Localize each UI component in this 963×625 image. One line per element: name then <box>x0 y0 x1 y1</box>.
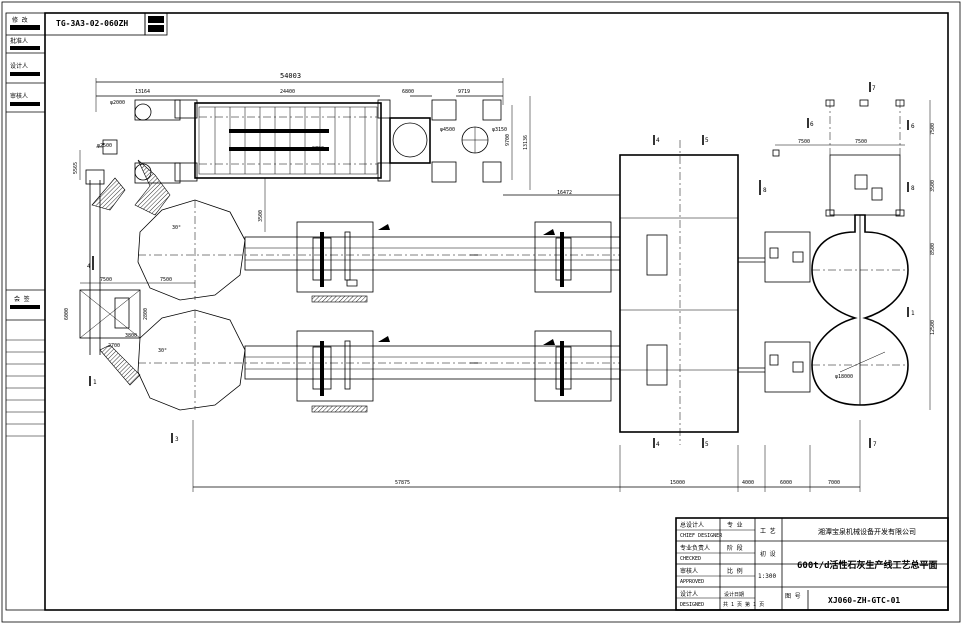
dim-15000: 15000 <box>670 480 685 486</box>
section-mark-7: 8 <box>763 187 767 194</box>
strip-label-countersign: 会 签 <box>14 295 30 303</box>
dim-total-length: 54003 <box>280 72 301 80</box>
strip-label-approver: 批准人 <box>10 37 28 45</box>
central-building: 4 5 4 5 <box>619 135 739 448</box>
dim-9700-inner: 9700 <box>312 146 324 152</box>
dim-16472: 16472 <box>557 190 572 196</box>
angle-30-upper: 30° <box>172 225 181 231</box>
dim-9700-side: 9700 <box>505 134 511 146</box>
strip-label-checker: 审核人 <box>10 92 28 100</box>
section-mark-7-right: 8 <box>911 185 915 192</box>
dim-4000: 4000 <box>742 480 754 486</box>
tb-role-lead: 专业负责人 <box>680 544 710 552</box>
dim-r-12500: 12500 <box>930 320 936 335</box>
section-mark-8: 6 <box>810 121 814 128</box>
dim-dia-18000: φ18000 <box>835 374 853 380</box>
dim-6800: 6800 <box>402 89 414 95</box>
dim-7500-silo-a: 7500 <box>798 139 810 145</box>
tb-sub-lead: CHECKED <box>680 556 701 562</box>
section-mark-4-left: 4 <box>87 263 91 270</box>
tb-cell-stage: 阶 段 <box>727 544 743 552</box>
angle-30-lower: 30° <box>158 348 167 354</box>
dim-2700: 2700 <box>108 343 120 349</box>
dim-5565: 5565 <box>73 162 79 174</box>
dim-7500-silo-b: 7500 <box>855 139 867 145</box>
section-mark-5-top: 5 <box>705 137 709 144</box>
dim-dia-2500: φ2500 <box>97 143 112 149</box>
tb-dept: 工 艺 <box>760 527 776 535</box>
dim-dia-3150: φ3150 <box>492 127 507 133</box>
tb-sub-reviewer: APPROVED <box>680 579 704 585</box>
kiln-upper: 30° <box>137 199 621 303</box>
dim-r-7500: 7500 <box>930 123 936 135</box>
drawing-code-box: TG-3A3-02-060ZH <box>44 12 168 36</box>
tb-stage: 初 设 <box>760 550 776 558</box>
dim-7000: 7000 <box>828 480 840 486</box>
section-mark-5-bottom: 5 <box>705 441 709 448</box>
dim-6000-bottom: 6000 <box>780 480 792 486</box>
dim-dia-2000: φ2000 <box>110 100 125 106</box>
title-block: 总设计人 CHIEF DESIGNER 专业负责人 CHECKED 审核人 AP… <box>675 517 949 611</box>
section-mark-4-bottom: 4 <box>656 441 660 448</box>
dim-24400: 24400 <box>280 89 295 95</box>
drawing-code: TG-3A3-02-060ZH <box>56 19 128 28</box>
preheater-bank: 54003 13164 24400 6800 9719 9700 <box>73 72 620 232</box>
strip-label-revise: 修 改 <box>12 16 28 24</box>
feed-ducts: 4 <box>85 159 171 386</box>
section-mark-3: 3 <box>175 436 179 443</box>
dim-dia-4500: φ4500 <box>440 127 455 133</box>
tb-sub-chief: CHIEF DESIGNER <box>680 533 723 539</box>
kiln-lower: 30° <box>137 309 621 413</box>
bottom-dimensions: 57875 15000 4000 6000 7000 <box>192 420 861 492</box>
tb-role-reviewer: 审核人 <box>680 567 698 575</box>
section-mark-8-right: 6 <box>911 123 915 130</box>
dim-13136: 13136 <box>523 135 529 150</box>
section-mark-1-left: 1 <box>93 379 97 386</box>
dim-r-8500: 8500 <box>930 243 936 255</box>
tb-scale: 1:300 <box>758 573 776 580</box>
left-strip: 修 改 批准人 设计人 审核人 会 签 <box>5 12 46 611</box>
dim-r-3500: 3500 <box>930 180 936 192</box>
burner-house: 7500 7500 6000 2700 3800 2800 1 3 <box>64 277 195 443</box>
tb-drawing-title: 600t/d活性石灰生产线工艺总平面 <box>797 559 938 571</box>
section-mark-4-top: 4 <box>656 137 660 144</box>
dim-13164: 13164 <box>135 89 150 95</box>
dim-7500-left: 7500 <box>100 277 112 283</box>
tb-drawing-number: XJ060-ZH-GTC-01 <box>828 596 900 605</box>
dim-2800: 2800 <box>143 308 149 320</box>
dim-6000-left: 6000 <box>64 308 70 320</box>
storage-silos: 7500 7500 7 6 6 8 φ18000 7500 3500 8500 … <box>772 82 936 448</box>
dim-9719: 9719 <box>458 89 470 95</box>
dim-3800: 3800 <box>125 333 137 339</box>
tb-cell-drawing-no: 图 号 <box>785 593 801 600</box>
inner-border <box>44 12 949 611</box>
section-mark-6-top: 7 <box>872 85 876 92</box>
tb-role-designer: 设计人 <box>680 590 698 598</box>
section-mark-6-bottom: 7 <box>873 441 877 448</box>
tb-sheet: 共 1 页 第 1 页 <box>723 601 764 608</box>
tb-company: 湘潭宝泉机械设备开发有限公司 <box>818 527 916 536</box>
dim-7500-left2: 7500 <box>160 277 172 283</box>
dim-57875: 57875 <box>395 480 410 486</box>
tb-cell-discipline: 专 业 <box>727 521 743 529</box>
cooler-grid <box>199 107 377 174</box>
tb-cell-date: 设计日期 <box>724 591 744 598</box>
feeder-boxes: 8 <box>738 180 811 393</box>
dim-3500-top: 3500 <box>258 210 264 222</box>
section-mark-1-right: 1 <box>911 310 915 317</box>
strip-label-designer: 设计人 <box>10 62 28 70</box>
tb-cell-scale: 比 例 <box>727 567 743 575</box>
tb-role-chief: 总设计人 <box>680 521 704 529</box>
tb-sub-designer: DESIGNED <box>680 602 704 608</box>
